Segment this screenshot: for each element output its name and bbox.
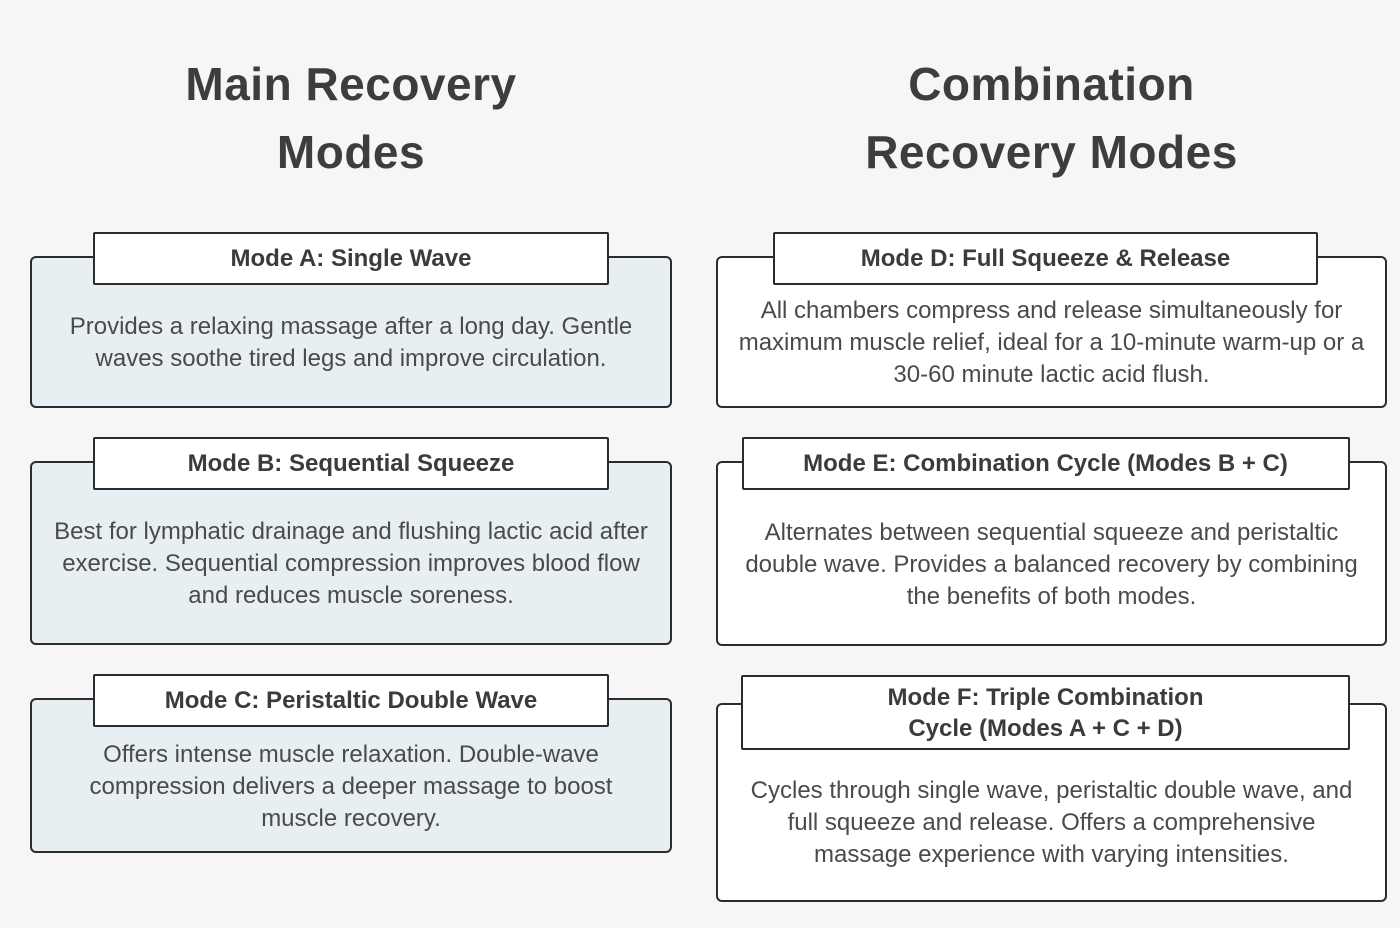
- mode-c-title-box: Mode C: Peristaltic Double Wave: [93, 674, 609, 727]
- main-recovery-modes-heading: Main Recovery Modes: [185, 58, 517, 178]
- mode-e-description: Alternates between sequential squeeze an…: [745, 518, 1358, 610]
- mode-a-title-box: Mode A: Single Wave: [93, 232, 609, 285]
- mode-e-card: Mode E: Combination Cycle (Modes B + C) …: [716, 437, 1387, 646]
- mode-f-card: Mode F: Triple Combination Cycle (Modes …: [716, 675, 1387, 902]
- main-recovery-modes-column: Main Recovery Modes Mode A: Single Wave …: [30, 0, 672, 902]
- mode-d-title: Mode D: Full Squeeze & Release: [860, 245, 1231, 272]
- mode-a-title: Mode A: Single Wave: [230, 245, 472, 272]
- mode-b-title: Mode B: Sequential Squeeze: [187, 450, 515, 477]
- mode-c-card: Mode C: Peristaltic Double Wave Offers i…: [30, 674, 672, 853]
- mode-e-title: Mode E: Combination Cycle (Modes B + C): [803, 450, 1288, 477]
- mode-c-title: Mode C: Peristaltic Double Wave: [164, 687, 538, 714]
- mode-b-title-box: Mode B: Sequential Squeeze: [93, 437, 609, 490]
- mode-d-card: Mode D: Full Squeeze & Release All chamb…: [716, 232, 1387, 408]
- mode-e-title-box: Mode E: Combination Cycle (Modes B + C): [741, 437, 1350, 490]
- mode-e-body-box: Alternates between sequential squeeze an…: [716, 461, 1387, 646]
- combination-recovery-modes-heading: Combination Recovery Modes: [865, 58, 1238, 178]
- mode-a-card: Mode A: Single Wave Provides a relaxing …: [30, 232, 672, 408]
- mode-f-title: Mode F: Triple Combination Cycle (Modes …: [887, 683, 1204, 742]
- mode-a-description: Provides a relaxing massage after a long…: [69, 313, 633, 372]
- combination-recovery-modes-column: Combination Recovery Modes Mode D: Full …: [716, 0, 1387, 902]
- mode-f-description: Cycles through single wave, peristaltic …: [750, 776, 1353, 868]
- mode-f-title-box: Mode F: Triple Combination Cycle (Modes …: [741, 675, 1350, 750]
- mode-c-description: Offers intense muscle relaxation. Double…: [89, 740, 613, 832]
- mode-b-card: Mode B: Sequential Squeeze Best for lymp…: [30, 437, 672, 645]
- mode-d-title-box: Mode D: Full Squeeze & Release: [773, 232, 1318, 285]
- mode-b-description: Best for lymphatic drainage and flushing…: [54, 518, 648, 609]
- mode-d-description: All chambers compress and release simult…: [738, 297, 1365, 388]
